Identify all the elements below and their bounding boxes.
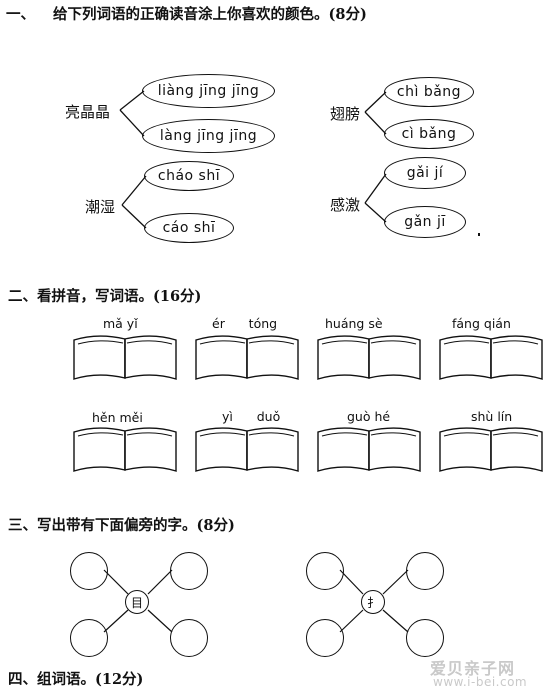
answer-circle[interactable] xyxy=(70,619,108,657)
answer-circle[interactable] xyxy=(306,619,344,657)
answer-circle[interactable] xyxy=(70,552,108,590)
q1-option-text: liàng jīng jīng xyxy=(157,83,260,99)
q1-option-oval[interactable]: làng jīng jīng xyxy=(142,119,275,153)
radical-circle: 扌 xyxy=(361,590,385,614)
book-box[interactable] xyxy=(439,427,543,472)
answer-circle[interactable] xyxy=(306,552,344,590)
q1-word: 感激 xyxy=(330,196,361,214)
book-box[interactable] xyxy=(317,427,421,472)
book-box[interactable] xyxy=(195,427,299,472)
q1-connector-lines xyxy=(119,90,387,229)
book-pinyin: yì duǒ xyxy=(222,409,281,424)
book-pinyin: huáng sè xyxy=(325,316,383,331)
q1-option-oval[interactable]: gǎi jí xyxy=(384,157,466,189)
q3-spoke-lines xyxy=(103,569,409,633)
answer-circle[interactable] xyxy=(170,552,208,590)
book-pinyin: mǎ yǐ xyxy=(103,316,138,331)
q1-option-text: gǎn jī xyxy=(404,214,446,230)
section-4-heading: 四、组词语。(12分) xyxy=(8,671,144,688)
answer-circle[interactable] xyxy=(170,619,208,657)
q1-option-text: cì bǎng xyxy=(401,126,457,142)
q1-option-text: cáo shī xyxy=(162,220,216,236)
q1-word: 翅膀 xyxy=(330,105,361,123)
q1-word: 潮湿 xyxy=(85,198,116,216)
book-pinyin: hěn měi xyxy=(92,410,143,425)
answer-circle[interactable] xyxy=(406,619,444,657)
q1-option-oval[interactable]: cì bǎng xyxy=(384,119,474,149)
q1-option-text: gǎi jí xyxy=(406,165,444,181)
watermark-text: 爱贝亲子网 xyxy=(430,659,516,678)
radical-label: 扌 xyxy=(366,595,379,610)
q1-option-text: làng jīng jīng xyxy=(159,128,258,144)
book-pinyin: shù lín xyxy=(471,409,513,424)
radical-label: 目 xyxy=(130,595,143,610)
q2-book-boxes xyxy=(73,335,543,472)
book-box[interactable] xyxy=(73,427,177,472)
q1-option-text: cháo shī xyxy=(157,168,221,184)
radical-circle: 目 xyxy=(125,590,149,614)
book-pinyin: ér tóng xyxy=(212,316,278,331)
book-box[interactable] xyxy=(439,335,543,380)
q1-option-oval[interactable]: chì bǎng xyxy=(384,77,474,107)
book-box[interactable] xyxy=(73,335,177,380)
q1-option-oval[interactable]: gǎn jī xyxy=(384,206,466,238)
answer-circle[interactable] xyxy=(406,552,444,590)
q1-option-oval[interactable]: cáo shī xyxy=(144,213,234,243)
q1-word: 亮晶晶 xyxy=(65,103,111,121)
book-box[interactable] xyxy=(195,335,299,380)
q1-option-text: chì bǎng xyxy=(396,84,462,100)
section-3-heading: 三、写出带有下面偏旁的字。(8分) xyxy=(8,517,235,534)
section-1-heading: 一、给下列词语的正确读音涂上你喜欢的颜色。(8分) xyxy=(6,6,367,23)
watermark-url: www.i-bei.com xyxy=(433,675,528,689)
q1-option-oval[interactable]: liàng jīng jīng xyxy=(142,74,275,108)
q1-option-oval[interactable]: cháo shī xyxy=(144,161,234,191)
section-2-heading: 二、看拼音，写词语。(16分) xyxy=(8,288,202,305)
book-pinyin: guò hé xyxy=(347,409,391,424)
book-box[interactable] xyxy=(317,335,421,380)
book-pinyin: fáng qián xyxy=(452,316,511,331)
stray-mark xyxy=(478,233,480,236)
